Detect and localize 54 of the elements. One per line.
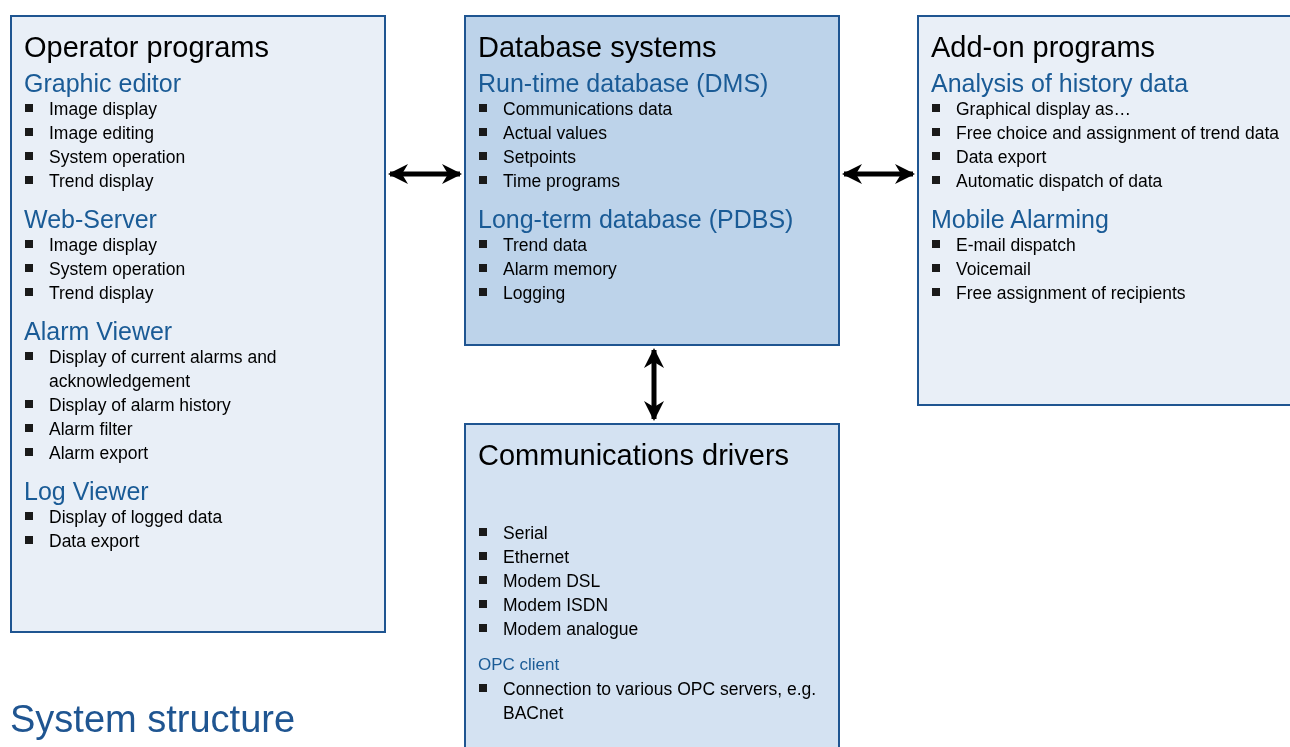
category-box [464,423,840,747]
bullet-item: Automatic dispatch of data [931,169,1279,193]
category-box [10,15,386,633]
bullet-item: Data export [24,529,372,553]
bullet-item: Display of current alarms and acknowledgement [24,345,372,393]
bullet-item: Data export [931,145,1279,169]
section-heading: Mobile Alarming [931,205,1110,233]
box-heading: Database systems [478,30,718,65]
bullet-item: Modem ISDN [478,593,826,617]
double-arrow [842,164,915,184]
double-arrow [388,164,462,184]
bullet-item: Modem analogue [478,617,826,641]
box-heading: Add-on programs [931,30,1157,65]
bullet-item: E-mail dispatch [931,233,1279,257]
bullet-item: Trend data [478,233,826,257]
category-box [917,15,1290,406]
box-heading: Operator programs [24,30,270,65]
bullet-item: Serial [478,521,826,545]
double-arrow [644,348,664,421]
bullet-item: Actual values [478,121,826,145]
bullet-item: Alarm memory [478,257,826,281]
category-box [464,15,840,346]
bullet-item: Free choice and assignment of trend data [931,121,1279,145]
page-title: System structure [10,697,296,742]
bullet-item: Voicemail [931,257,1279,281]
bullet-item: Image editing [24,121,372,145]
bullet-item: System operation [24,145,372,169]
bullet-item: Trend display [24,169,372,193]
bullet-item: Free assignment of recipients [931,281,1279,305]
bullet-item: Image display [24,97,372,121]
section-heading: Web-Server [24,205,158,233]
section-heading: Alarm Viewer [24,317,174,345]
bullet-item: Time programs [478,169,826,193]
section-heading: Graphic editor [24,69,183,97]
bullet-item: Display of logged data [24,505,372,529]
section-heading: Long-term database (PDBS) [478,205,795,233]
bullet-item: Setpoints [478,145,826,169]
bullet-item: Logging [478,281,826,305]
bullet-item: Alarm export [24,441,372,465]
box-heading: Communications drivers [478,438,791,473]
section-heading: Analysis of history data [931,69,1190,97]
bullet-item: Graphical display as… [931,97,1279,121]
bullet-item: Connection to various OPC servers, e.g. BACnet [478,677,826,725]
bullet-item: Ethernet [478,545,826,569]
bullet-item: Communications data [478,97,826,121]
bullet-item: Modem DSL [478,569,826,593]
section-heading: OPC client [478,654,561,676]
bullet-item: Display of alarm history [24,393,372,417]
section-heading: Log Viewer [24,477,150,505]
section-heading: Run-time database (DMS) [478,69,770,97]
bullet-item: Alarm filter [24,417,372,441]
bullet-item: Trend display [24,281,372,305]
bullet-item: Image display [24,233,372,257]
bullet-item: System operation [24,257,372,281]
